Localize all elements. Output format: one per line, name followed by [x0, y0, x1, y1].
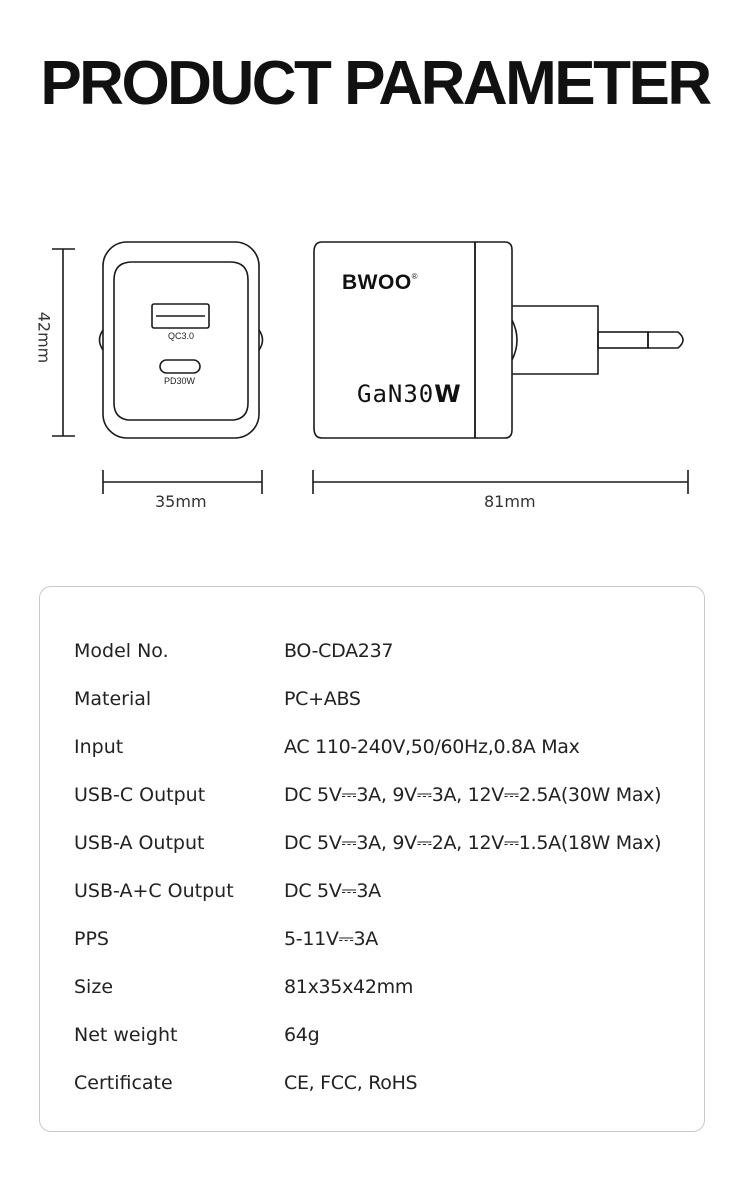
spec-key: Net weight	[74, 1024, 178, 1046]
spec-key: USB-C Output	[74, 784, 206, 806]
spec-value: PC+ABS	[284, 688, 361, 710]
length-dimension-label: 81mm	[484, 492, 536, 511]
side-view-base	[475, 241, 513, 439]
spec-value: 5-11V⎓3A	[284, 928, 378, 950]
spec-key: Model No.	[74, 640, 169, 662]
spec-key: USB-A+C Output	[74, 880, 234, 902]
usb-c-port-label: PD30W	[164, 376, 196, 386]
width-dimension-label: 35mm	[155, 492, 207, 511]
spec-row: Certificate CE, FCC, RoHS	[40, 1072, 704, 1102]
spec-row: USB-A+C Output DC 5V⎓3A	[40, 880, 704, 910]
page-title: PRODUCT PARAMETER	[40, 49, 712, 118]
plug-pin-tip	[647, 331, 684, 349]
spec-value: AC 110-240V,50/60Hz,0.8A Max	[284, 736, 580, 758]
spec-value: 81x35x42mm	[284, 976, 414, 998]
usb-a-port	[151, 303, 210, 329]
charger-drawing	[52, 241, 689, 494]
spec-row: USB-C Output DC 5V⎓3A, 9V⎓3A, 12V⎓2.5A(3…	[40, 784, 704, 814]
spec-row: PPS 5-11V⎓3A	[40, 928, 704, 958]
gan-30w-label: GaN30W	[357, 380, 462, 408]
spec-value: CE, FCC, RoHS	[284, 1072, 418, 1094]
spec-row: Input AC 110-240V,50/60Hz,0.8A Max	[40, 736, 704, 766]
spec-row: Size 81x35x42mm	[40, 976, 704, 1006]
spec-row: USB-A Output DC 5V⎓3A, 9V⎓2A, 12V⎓1.5A(1…	[40, 832, 704, 862]
side-view-body	[313, 241, 476, 439]
spec-key: Certificate	[74, 1072, 173, 1094]
usb-c-port	[159, 359, 201, 374]
spec-key: Material	[74, 688, 152, 710]
usb-a-port-label: QC3.0	[168, 331, 195, 341]
front-view-faceplate	[113, 261, 249, 421]
spec-key: Input	[74, 736, 124, 758]
spec-value: DC 5V⎓3A, 9V⎓3A, 12V⎓2.5A(30W Max)	[284, 784, 662, 806]
product-dimension-diagram: 42mm 35mm 81mm QC3.0 PD30W BWOO® GaN30W	[0, 0, 750, 560]
spec-row: Material PC+ABS	[40, 688, 704, 718]
height-dimension-label: 42mm	[34, 311, 54, 364]
spec-value: DC 5V⎓3A, 9V⎓2A, 12V⎓1.5A(18W Max)	[284, 832, 662, 854]
spec-value: DC 5V⎓3A	[284, 880, 381, 902]
spec-value: BO-CDA237	[284, 640, 394, 662]
spec-row: Model No. BO-CDA237	[40, 640, 704, 670]
spec-key: PPS	[74, 928, 109, 950]
spec-key: USB-A Output	[74, 832, 205, 854]
brand-logo: BWOO®	[342, 271, 419, 294]
plug-pin	[597, 331, 649, 349]
plug-housing	[512, 305, 599, 375]
spec-table: Model No. BO-CDA237 Material PC+ABS Inpu…	[39, 586, 705, 1132]
spec-row: Net weight 64g	[40, 1024, 704, 1054]
spec-value: 64g	[284, 1024, 320, 1046]
front-view-body	[102, 241, 260, 439]
spec-key: Size	[74, 976, 114, 998]
